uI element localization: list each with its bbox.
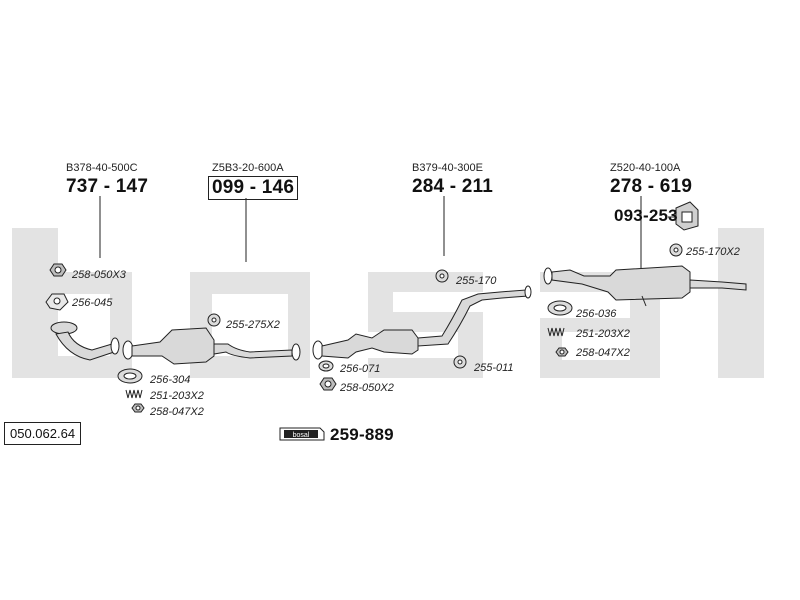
oem-number: B378-40-500C: [66, 162, 138, 174]
part-label: 256-071: [340, 363, 381, 375]
oem-number: Z520-40-100A: [610, 162, 681, 174]
rubber-hanger-icon: [435, 269, 449, 283]
rubber-hanger-icon: [207, 313, 221, 327]
rubber-mount-icon: [675, 201, 699, 231]
assembly-part-number: 278 - 619: [610, 176, 693, 197]
part-label: 251-203X2: [576, 328, 630, 340]
part-label: 256-304: [150, 374, 191, 386]
part-label: 256-036: [576, 308, 617, 320]
part-label: 258-050X3: [72, 269, 126, 281]
gasket-icon: [318, 360, 334, 372]
oem-number: B379-40-300E: [412, 162, 483, 174]
spring-icon: [547, 327, 565, 337]
centre-silencer: [312, 285, 532, 360]
catalog-number: 050.062.64: [4, 422, 82, 445]
part-label: 251-203X2: [150, 390, 204, 402]
part-label: 258-047X2: [150, 406, 204, 418]
rubber-hanger-icon: [669, 243, 683, 257]
rubber-mount-part-number: 093-253: [614, 206, 678, 225]
nut-icon: [555, 347, 569, 357]
nut-icon: [49, 263, 67, 277]
part-label: 255-275X2: [226, 319, 280, 331]
gasket-icon: [117, 368, 143, 384]
rear-silencer: [543, 265, 747, 307]
front-pipe: [50, 321, 120, 361]
rubber-hanger-icon: [453, 355, 467, 369]
part-label: 256-045: [72, 297, 113, 309]
kit-logo-text: bosal: [293, 432, 310, 439]
gasket-icon: [547, 300, 573, 316]
gasket-icon: [45, 293, 69, 311]
kit-part-number: 259-889: [330, 425, 394, 444]
catalytic-converter: [122, 327, 301, 365]
oem-number: Z5B3-20-600A: [212, 162, 284, 174]
spring-icon: [125, 389, 143, 399]
nut-icon: [131, 403, 145, 413]
assembly-part-number: 284 - 211: [412, 176, 494, 197]
part-label: 258-047X2: [576, 347, 630, 359]
kit-icon: bosal: [279, 427, 325, 441]
part-label: 255-170X2: [686, 246, 740, 258]
nut-icon: [319, 377, 337, 391]
part-label: 255-170: [456, 275, 497, 287]
part-label: 258-050X2: [340, 382, 394, 394]
assembly-part-number: 099 - 146: [208, 176, 299, 200]
part-label: 255-011: [474, 362, 514, 374]
assembly-part-number: 737 - 147: [66, 176, 149, 197]
